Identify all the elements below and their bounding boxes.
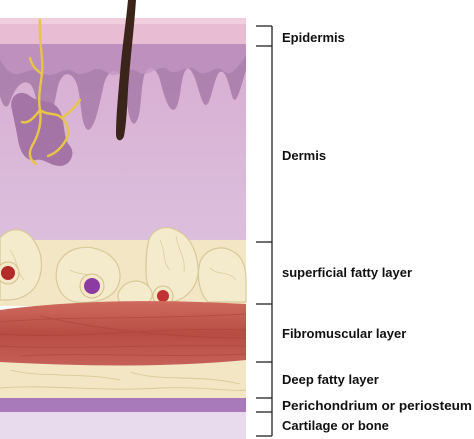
fat-texture — [9, 235, 237, 281]
gland — [11, 92, 73, 166]
epidermis-top-edge — [0, 18, 246, 24]
label-fibromuscular-layer: Fibromuscular layer — [282, 326, 406, 341]
nerve-fiber — [20, 18, 82, 166]
deep-fat-texture — [0, 369, 247, 391]
label-superficial-fatty-layer: superficial fatty layer — [282, 265, 412, 280]
vessel-red-left-inner — [1, 266, 15, 280]
fibromuscular-layer — [0, 301, 246, 368]
label-perichondrium: Perichondrium or periosteum — [282, 398, 472, 413]
deep-fatty-layer — [0, 360, 246, 398]
label-dermis: Dermis — [282, 148, 326, 163]
perichondrium-layer — [0, 398, 246, 412]
vessel-purple-inner — [84, 278, 100, 294]
hair-shaft — [116, 0, 136, 141]
label-cartilage-bone: Cartilage or bone — [282, 418, 389, 433]
cartilage-bone-layer — [0, 412, 246, 439]
muscle-fibers — [0, 313, 247, 357]
vessel-red-right-inner — [157, 290, 169, 302]
layer-bracket — [256, 25, 273, 437]
label-epidermis: Epidermis — [282, 30, 345, 45]
label-deep-fatty-layer: Deep fatty layer — [282, 372, 379, 387]
